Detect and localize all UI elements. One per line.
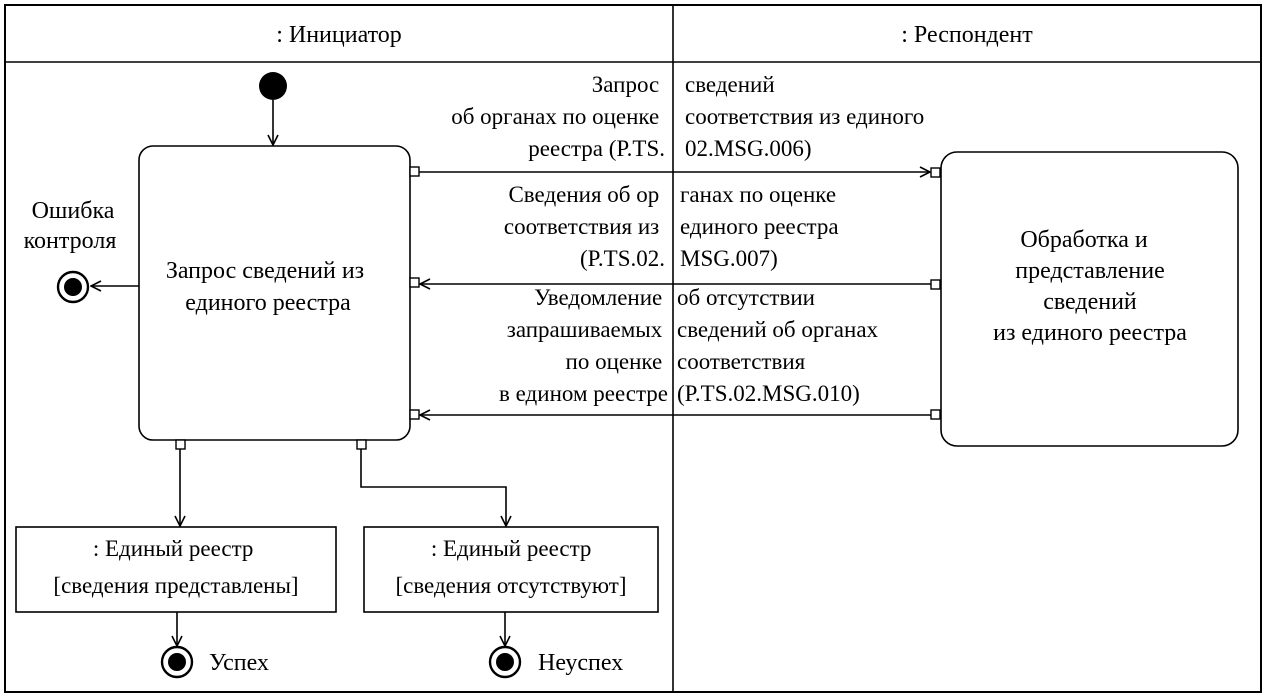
message-request-right: сведений соответствия из единого 02.MSG.…	[685, 72, 930, 161]
final-failure-label: Неуспех	[538, 650, 623, 676]
object-registry-present	[15, 526, 337, 613]
message-response-left: Сведения об ор соответствия из (P.TS.02.	[504, 182, 665, 271]
message-notice-left: Уведомление запрашиваемых по оценке в ед…	[499, 285, 668, 406]
activity-processing	[940, 151, 1239, 447]
final-node-error-core	[64, 278, 82, 296]
activity-request	[138, 145, 411, 441]
pin-request-in	[930, 167, 941, 178]
diagram-frame	[4, 4, 1262, 693]
pin-present-out	[175, 439, 186, 450]
final-node-success-core	[168, 653, 186, 671]
message-request-left: Запрос об органах по оценке реестра (P.T…	[451, 72, 665, 161]
object-registry-absent	[363, 526, 659, 613]
final-node-failure-core	[496, 653, 514, 671]
activity-processing-line-4: из единого реестра	[993, 320, 1187, 346]
activity-processing-line-3: сведений	[1043, 289, 1137, 315]
flow-absent-arrow	[360, 449, 506, 526]
activity-request-line-2: единого реестра	[185, 290, 351, 316]
swimlane-respondent-title: : Респондент	[901, 22, 1033, 48]
pin-absent-out	[356, 439, 367, 450]
pin-notice-in	[409, 409, 420, 420]
activity-processing-line-1: Обработка и	[1020, 227, 1148, 253]
pin-notice-out	[930, 409, 941, 420]
activity-request-label: Запрос сведений из единого реестра	[166, 258, 370, 316]
activity-processing-label: Обработка и представление сведений из ед…	[993, 227, 1187, 346]
object-registry-absent-label: : Единый реестр [сведения отсутствуют]	[395, 536, 626, 598]
swimlane-initiator-title: : Инициатор	[276, 22, 402, 48]
activity-request-line-1: Запрос сведений из	[166, 258, 364, 284]
activity-processing-line-2: представление	[1015, 258, 1164, 284]
pin-response-out	[930, 279, 941, 290]
object-registry-present-label: : Единый реестр [сведения представлены]	[53, 536, 298, 598]
initial-node	[259, 72, 287, 100]
message-response-right: ганах по оценке единого реестра MSG.007)	[680, 182, 844, 271]
message-notice-right: об отсутствии сведений об органах соотве…	[677, 285, 884, 406]
final-success-label: Успех	[209, 650, 269, 676]
pin-response-in	[409, 277, 420, 288]
final-error-label: Ошибка контроля	[24, 198, 121, 254]
pin-request-out	[409, 166, 420, 177]
